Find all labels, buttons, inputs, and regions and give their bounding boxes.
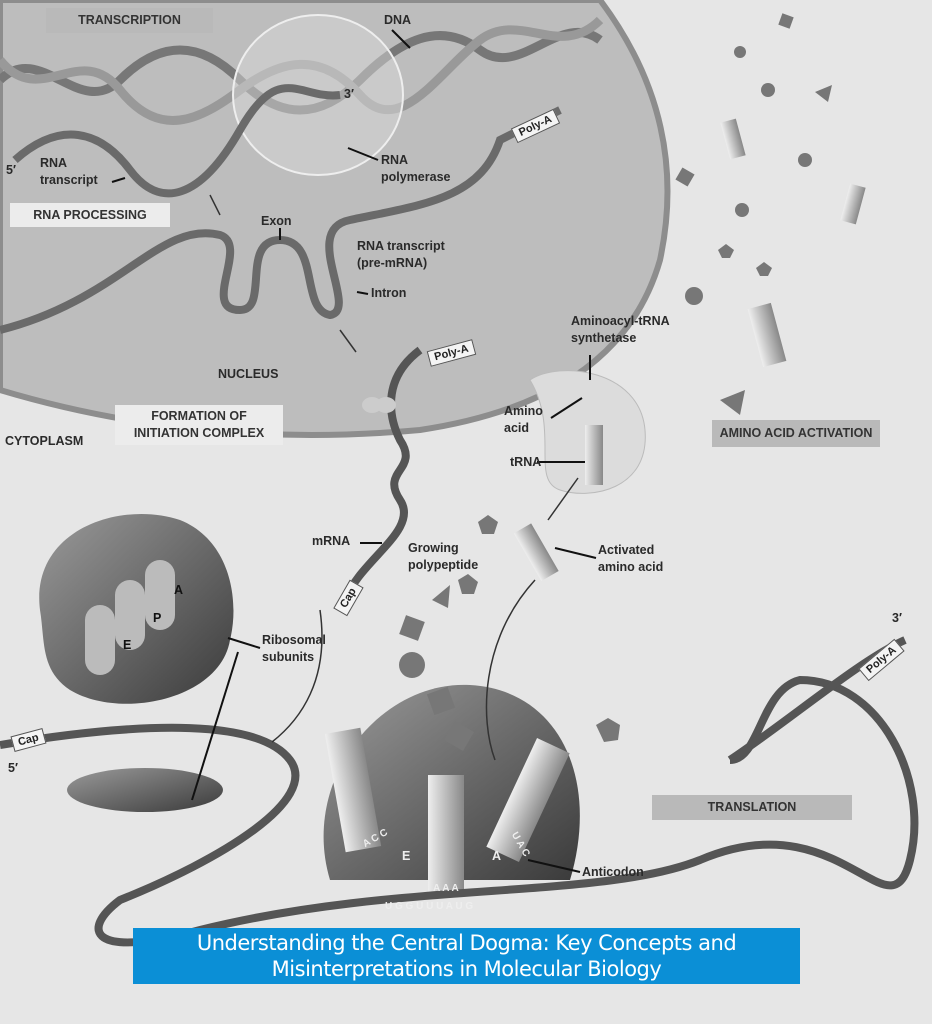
trna (585, 425, 603, 485)
label-codon-aaa: A A A (433, 883, 459, 894)
label-anticodon: Anticodon (582, 865, 644, 879)
section-formation-initiation-complex: FORMATION OF INITIATION COMPLEX (115, 405, 283, 445)
label-growing-line2: polypeptide (408, 558, 479, 572)
caption-line1: Understanding the Central Dogma: Key Con… (196, 931, 737, 955)
label-exon: Exon (261, 214, 292, 228)
label-pre-mrna: RNA transcript (pre-mRNA) (357, 238, 445, 272)
label-amino-acid-line1: Amino (504, 404, 543, 418)
label-site-e-ribosome: E (402, 849, 411, 863)
label-activated-line1: Activated (598, 543, 655, 557)
label-5-prime-bottom: 5′ (8, 761, 18, 775)
label-rna-polymerase-line1: RNA (381, 153, 409, 167)
label-trna: tRNA (510, 455, 542, 469)
label-site-a-ribosome: A (492, 849, 502, 863)
section-amino-acid-activation: AMINO ACID ACTIVATION (712, 420, 880, 447)
nuclear-pore (376, 397, 396, 413)
label-intron: Intron (371, 286, 407, 300)
label-site-e: E (123, 638, 132, 652)
caption-line2: Misinterpretations in Molecular Biology (271, 957, 662, 981)
label-ribosomal-subunits: Ribosomal subunits (262, 632, 326, 666)
free-trna (720, 118, 866, 368)
nuclear-pore (362, 397, 382, 413)
pre-mrna (0, 106, 562, 334)
label-synthetase: Aminoacyl-tRNA synthetase (571, 313, 670, 347)
label-5-prime: 5′ (6, 163, 16, 177)
label-rna-transcript-line1: RNA (40, 156, 68, 170)
label-ribosomal-line1: Ribosomal (262, 633, 326, 647)
label-synthetase-line2: synthetase (571, 331, 637, 345)
activated-amino-acid (513, 523, 559, 581)
label-cytoplasm: CYTOPLASM (5, 434, 84, 448)
label-activated-amino-acid: Activated amino acid (598, 542, 663, 576)
process-arrows (209, 194, 579, 761)
free-amino-acids (675, 13, 832, 415)
section-formation-line1: FORMATION OF (151, 409, 247, 423)
label-nucleus: NUCLEUS (218, 367, 279, 381)
label-site-p: P (153, 611, 162, 625)
label-rna-transcript: RNA transcript (40, 155, 98, 189)
label-mrna-codons: U G G U U U A U G (385, 901, 474, 912)
label-amino-acid: Amino acid (504, 403, 543, 437)
section-rna-processing: RNA PROCESSING (10, 203, 170, 227)
section-formation-line2: INITIATION COMPLEX (133, 426, 265, 440)
label-site-a: A (174, 583, 184, 597)
section-translation: TRANSLATION (652, 795, 852, 820)
label-growing-line1: Growing (408, 541, 459, 555)
ribosome-sites (85, 560, 175, 675)
polypeptide (399, 515, 620, 752)
small-ribosomal-subunit (67, 768, 223, 812)
label-growing-polypeptide: Growing polypeptide (408, 540, 478, 574)
label-rna-transcript-line2: transcript (40, 173, 98, 187)
rna-transcript (12, 84, 341, 198)
label-amino-acid-line2: acid (504, 421, 530, 435)
label-pre-mrna-line2: (pre-mRNA) (357, 256, 428, 270)
label-3-prime-bottom: 3′ (892, 611, 902, 625)
label-dna: DNA (384, 13, 412, 27)
label-mrna: mRNA (312, 534, 351, 548)
label-pre-mrna-line1: RNA transcript (357, 239, 445, 253)
caption-banner: Understanding the Central Dogma: Key Con… (133, 928, 800, 984)
trna-molecules (324, 727, 570, 895)
label-3-prime: 3′ (344, 87, 354, 101)
label-rna-polymerase: RNA polymerase (381, 152, 450, 186)
leader-lines (111, 29, 597, 873)
label-rna-polymerase-line2: polymerase (381, 170, 451, 184)
section-transcription: TRANSCRIPTION (46, 8, 213, 33)
mrna-strand (0, 675, 919, 947)
label-activated-line2: amino acid (598, 560, 664, 574)
label-synthetase-line1: Aminoacyl-tRNA (571, 314, 670, 328)
label-ribosomal-line2: subunits (262, 650, 315, 664)
